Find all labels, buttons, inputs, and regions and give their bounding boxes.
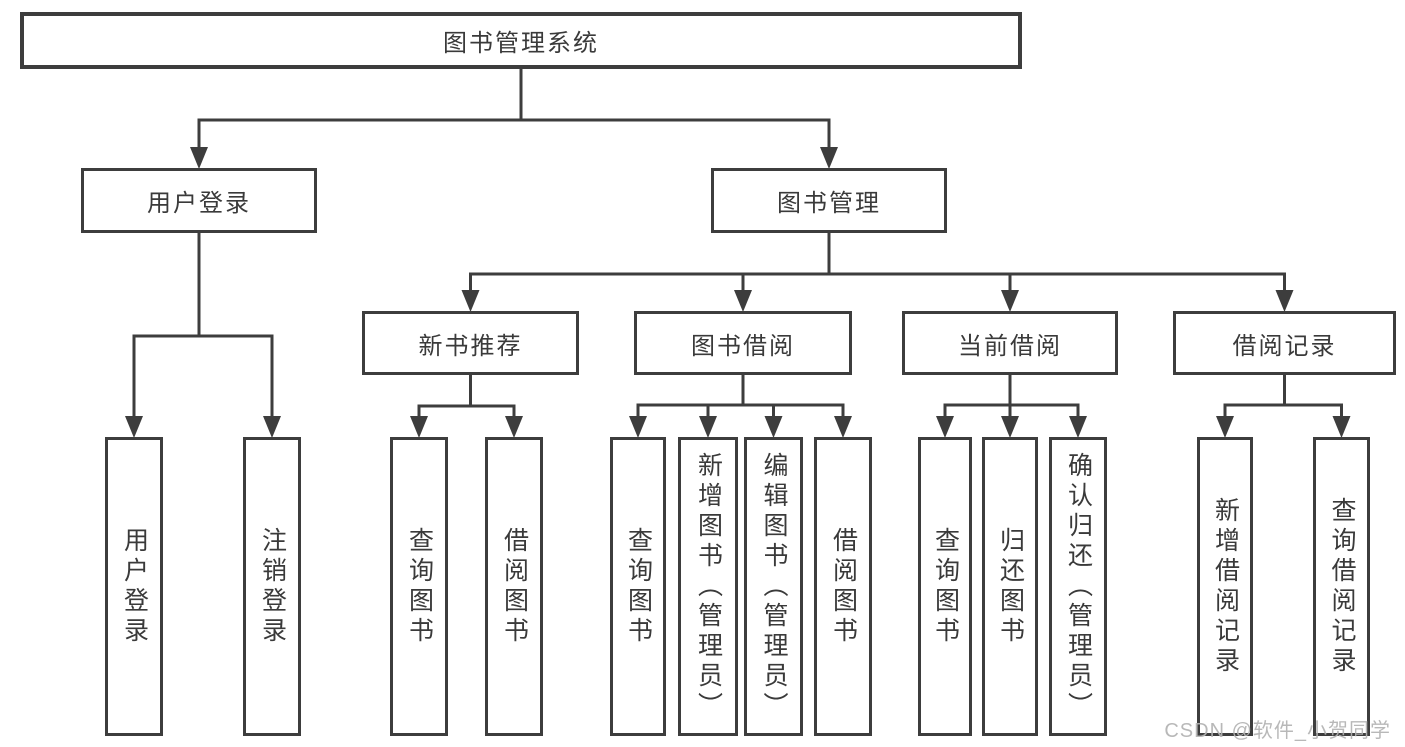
- node-bor-borrow-books: 借阅图书: [814, 437, 872, 736]
- arrowhead-icon: [263, 416, 281, 438]
- node-label: 用户登录: [147, 190, 251, 217]
- node-login-logout: 注销登录: [243, 437, 301, 736]
- arrowhead-icon: [1001, 290, 1019, 312]
- node-label: 用户登录: [120, 526, 149, 647]
- arrowhead-icon: [461, 290, 480, 312]
- node-label: 查询图书: [931, 526, 960, 647]
- node-book-management: 图书管理: [711, 168, 947, 233]
- node-rec-borrow-books: 借阅图书: [485, 437, 543, 736]
- node-bor-edit-books: 编辑图书（管理员）: [744, 437, 803, 736]
- node-label: 编辑图书（管理员）: [760, 451, 788, 722]
- node-label: 查询图书: [624, 526, 653, 647]
- node-recs-add-record: 新增借阅记录: [1197, 437, 1253, 736]
- node-label: 图书管理系统: [443, 30, 599, 57]
- arrowhead-icon: [764, 416, 783, 438]
- node-rec-query-books: 查询图书: [390, 437, 448, 736]
- arrowhead-icon: [410, 416, 428, 438]
- node-library-system: 图书管理系统: [20, 12, 1022, 69]
- node-borrowing-records: 借阅记录: [1173, 311, 1396, 375]
- arrowhead-icon: [834, 416, 852, 438]
- node-label: 查询图书: [405, 526, 434, 647]
- node-user-login: 用户登录: [81, 168, 317, 233]
- arrowhead-icon: [190, 147, 208, 169]
- arrowhead-icon: [699, 416, 717, 438]
- node-recs-query-record: 查询借阅记录: [1313, 437, 1370, 736]
- node-label: 注销登录: [258, 526, 287, 647]
- arrowhead-icon: [629, 416, 647, 438]
- arrowhead-icon: [734, 290, 752, 312]
- node-label: 新增图书（管理员）: [694, 451, 723, 722]
- node-label: 当前借阅: [958, 332, 1062, 360]
- watermark: CSDN @软件_小贺同学: [1164, 720, 1391, 742]
- node-login-user: 用户登录: [105, 437, 163, 736]
- node-new-book-recommend: 新书推荐: [362, 311, 579, 375]
- node-label: 归还图书: [996, 526, 1025, 647]
- arrowhead-icon: [1216, 416, 1234, 438]
- arrowhead-icon: [1332, 416, 1351, 438]
- node-bor-add-books: 新增图书（管理员）: [678, 437, 738, 736]
- node-label: 图书管理: [777, 190, 881, 217]
- node-label: 新书推荐: [418, 332, 523, 360]
- node-label: 借阅记录: [1232, 332, 1337, 360]
- node-label: 借阅图书: [500, 526, 529, 647]
- arrowhead-icon: [1275, 290, 1294, 312]
- node-bor-query-books: 查询图书: [610, 437, 666, 736]
- node-cur-return-books: 归还图书: [982, 437, 1038, 736]
- node-label: 借阅图书: [829, 526, 858, 647]
- node-cur-confirm-return: 确认归还（管理员）: [1049, 437, 1107, 736]
- arrowhead-icon: [1001, 416, 1019, 438]
- node-book-borrowing: 图书借阅: [634, 311, 852, 375]
- node-label: 确认归还（管理员）: [1064, 451, 1093, 722]
- arrowhead-icon: [1069, 416, 1087, 438]
- arrowhead-icon: [820, 147, 838, 169]
- node-cur-query-books: 查询图书: [918, 437, 972, 736]
- node-current-borrowing: 当前借阅: [902, 311, 1118, 375]
- arrowhead-icon: [505, 416, 523, 438]
- arrowhead-icon: [936, 416, 954, 438]
- arrowhead-icon: [125, 416, 143, 438]
- node-label: 查询借阅记录: [1328, 496, 1356, 677]
- node-label: 新增借阅记录: [1211, 496, 1240, 677]
- node-label: 图书借阅: [691, 332, 795, 360]
